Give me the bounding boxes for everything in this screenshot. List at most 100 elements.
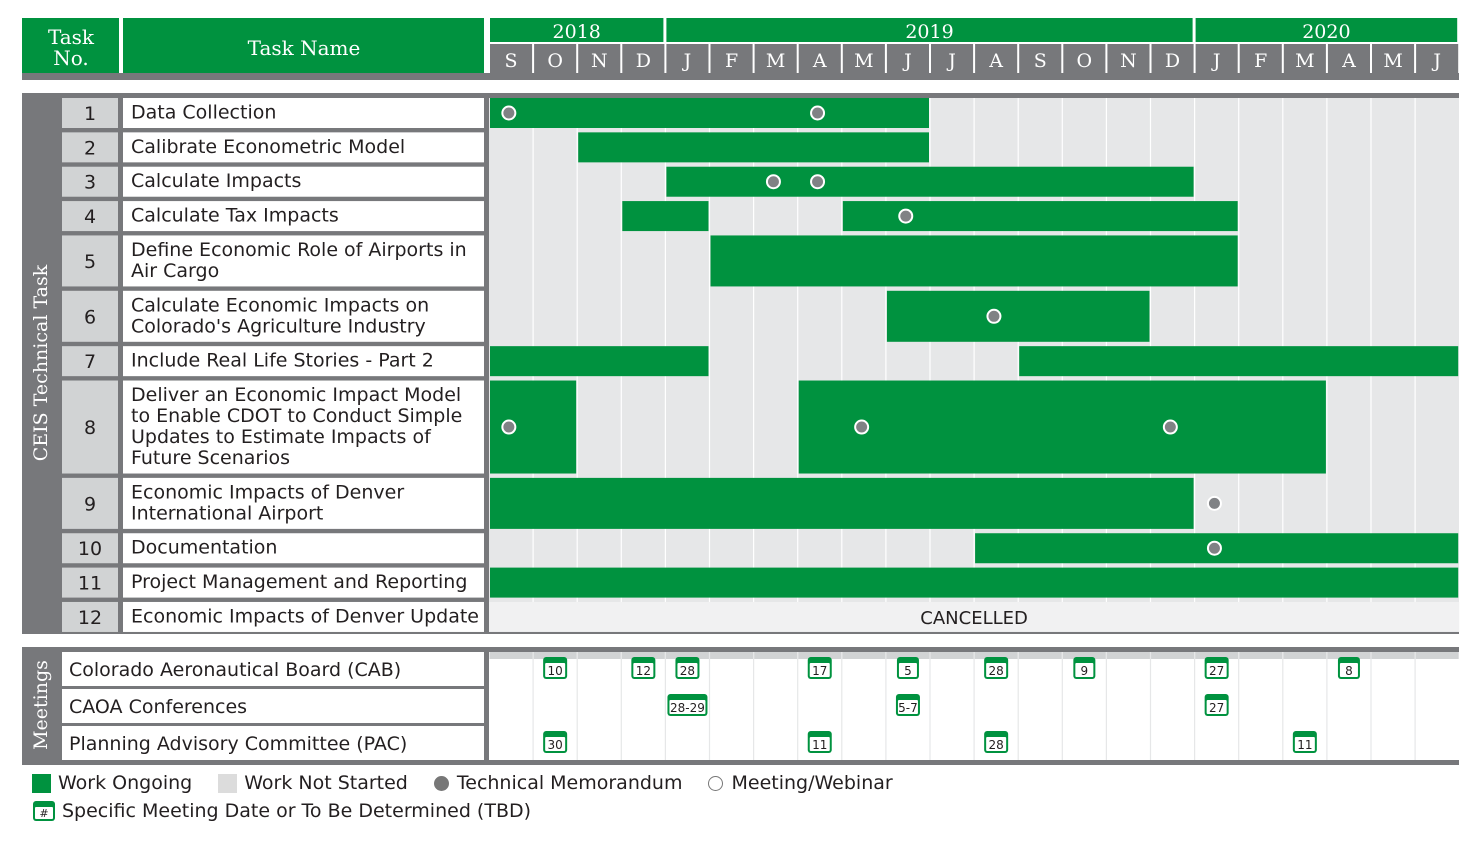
month-header: S xyxy=(1034,50,1047,72)
technical-memo-marker xyxy=(810,105,826,121)
task-bar xyxy=(798,380,1326,474)
meeting-date-icon-face xyxy=(1339,663,1358,677)
cancelled-bg xyxy=(489,601,1460,632)
legend-work-ongoing-label: Work Ongoing xyxy=(58,772,193,794)
header-underline xyxy=(22,73,1459,80)
month-header-bg xyxy=(622,44,665,73)
month-header: A xyxy=(1341,50,1356,72)
technical-memo-marker xyxy=(986,308,1002,324)
month-header-bg xyxy=(534,44,577,73)
month-header-bg xyxy=(1063,44,1106,73)
task-no-header-line2: No. xyxy=(53,46,89,70)
meeting-date-label: 9 xyxy=(1081,664,1089,678)
meeting-month-tick xyxy=(974,652,1018,659)
task-bar xyxy=(666,166,1194,197)
month-header: A xyxy=(812,50,827,72)
meeting-date-icon-face xyxy=(545,663,566,677)
meeting-month-tick xyxy=(1283,652,1327,659)
task-number-cell xyxy=(62,290,118,342)
task-name-cell xyxy=(123,201,484,232)
month-header-bg xyxy=(1416,44,1459,73)
technical-memo-marker xyxy=(1162,419,1178,435)
task-number: 7 xyxy=(84,351,96,373)
year-header-bg xyxy=(490,18,664,42)
technical-memo-marker xyxy=(1206,495,1222,511)
meeting-month-tick xyxy=(1018,652,1062,659)
task-number-cell xyxy=(62,235,118,287)
meeting-month-tick xyxy=(1327,652,1371,659)
meeting-name: CAOA Conferences xyxy=(69,696,247,718)
legend-row-1: Work Ongoing Work Not Started Technical … xyxy=(32,772,919,794)
meeting-date-label: 28 xyxy=(680,664,695,678)
task-number-cell xyxy=(62,132,118,163)
month-header: M xyxy=(766,50,785,72)
task-name-line: Calculate Impacts xyxy=(131,170,301,192)
month-header-bg xyxy=(754,44,797,73)
year-header-bg xyxy=(666,18,1193,42)
meeting-name-cell xyxy=(62,652,484,686)
month-header-bg xyxy=(1107,44,1150,73)
technical-section-label: CEIS Technical Task xyxy=(30,264,52,461)
meeting-date-label: 5-7 xyxy=(898,701,918,715)
task-name-line: Future Scenarios xyxy=(131,447,290,469)
month-header-bg xyxy=(798,44,841,73)
meeting-date-label: 30 xyxy=(548,738,563,752)
technical-memo-marker xyxy=(1206,540,1222,556)
task-bar xyxy=(622,201,709,232)
task-number: 3 xyxy=(84,172,96,194)
meeting-month-tick xyxy=(710,652,754,659)
task-name-line: Calculate Tax Impacts xyxy=(131,205,339,227)
task-name-line: Include Real Life Stories - Part 2 xyxy=(131,350,434,372)
month-header: O xyxy=(547,50,563,72)
task-bar xyxy=(1019,346,1459,377)
meetings-section-label: Meetings xyxy=(30,660,52,750)
month-header-bg xyxy=(842,44,885,73)
meeting-month-tick xyxy=(1106,652,1150,659)
month-header: J xyxy=(682,50,692,72)
meeting-month-tick xyxy=(1415,652,1459,659)
meeting-month-tick xyxy=(1151,652,1195,659)
task-number: 8 xyxy=(84,417,96,439)
meeting-date-icon-face xyxy=(986,737,1007,751)
calendar-icon: # xyxy=(33,801,55,821)
meeting-month-tick xyxy=(754,652,798,659)
task-name-cell xyxy=(123,533,484,564)
task-name-cell xyxy=(123,235,484,287)
task-name-cell xyxy=(123,567,484,598)
month-header: N xyxy=(1120,50,1137,72)
month-header: A xyxy=(988,50,1003,72)
task-name-cell xyxy=(123,290,484,342)
month-header: S xyxy=(505,50,518,72)
meeting-date-label: 12 xyxy=(636,664,651,678)
task-name-line: International Airport xyxy=(131,502,323,524)
task-name-cell xyxy=(123,601,484,632)
meeting-date-label: 11 xyxy=(812,738,827,752)
technical-memo-marker xyxy=(501,105,517,121)
cancelled-label: CANCELLED xyxy=(920,608,1028,629)
meeting-month-tick xyxy=(798,652,842,659)
task-bar xyxy=(490,477,1194,529)
month-header-bg xyxy=(710,44,753,73)
legend-meeting-webinar: Meeting/Webinar xyxy=(708,772,893,794)
month-header: F xyxy=(1254,50,1267,72)
task-name-cell xyxy=(123,166,484,197)
year-header: 2018 xyxy=(553,21,601,43)
meeting-date-icon-face xyxy=(1294,737,1315,751)
task-name-cell xyxy=(123,380,484,474)
meeting-webinar-icon xyxy=(708,775,724,791)
task-name-cell xyxy=(123,477,484,529)
task-name-line: Calculate Economic Impacts on xyxy=(131,294,429,316)
meeting-date-label: 8 xyxy=(1345,664,1353,678)
meeting-date-icon-face xyxy=(1206,700,1227,714)
task-name-line: Updates to Estimate Impacts of xyxy=(131,426,432,448)
meeting-date-icon-face xyxy=(545,737,566,751)
month-header-bg xyxy=(490,44,533,73)
month-header-bg xyxy=(1239,44,1282,73)
task-bar xyxy=(490,567,1459,598)
legend-work-not-started-label: Work Not Started xyxy=(244,772,408,794)
task-name-line: Air Cargo xyxy=(131,260,219,282)
task-name-line: Calibrate Econometric Model xyxy=(131,136,405,158)
month-header: O xyxy=(1077,50,1093,72)
